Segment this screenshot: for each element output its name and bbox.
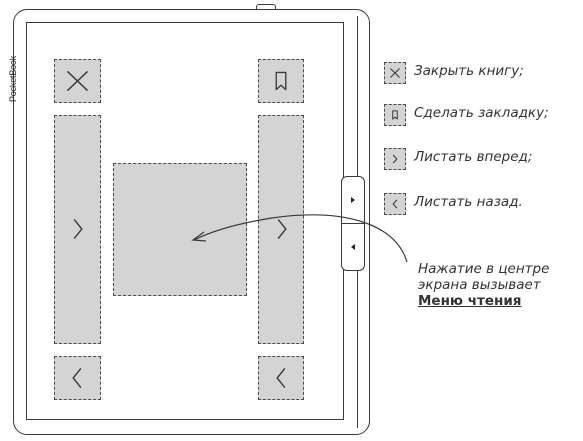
chevron-left-icon bbox=[72, 368, 82, 388]
left-column-zone[interactable] bbox=[54, 115, 101, 344]
legend-swatch bbox=[384, 148, 406, 170]
chevron-right-icon bbox=[277, 219, 287, 240]
chevron-right-icon bbox=[392, 154, 398, 164]
bookmark-zone[interactable] bbox=[258, 59, 304, 103]
right-column-zone[interactable] bbox=[258, 115, 304, 344]
callout-line-1: Нажатие в центре bbox=[418, 261, 550, 277]
forward-arrow-icon[interactable] bbox=[351, 197, 355, 203]
page-turn-arrows bbox=[351, 197, 355, 250]
legend-label: Сделать закладку; bbox=[414, 105, 549, 121]
bookmark-icon bbox=[392, 110, 398, 120]
legend-swatch bbox=[384, 104, 406, 126]
power-button bbox=[256, 4, 276, 10]
chevron-right-icon bbox=[73, 218, 83, 240]
close-icon bbox=[390, 68, 400, 78]
center-tap-callout: Нажатие в центре экрана вызывает Меню чт… bbox=[418, 261, 583, 309]
chevron-left-icon bbox=[392, 199, 398, 209]
reading-menu-link[interactable]: Меню чтения bbox=[418, 293, 522, 309]
legend-label: Листать вперед; bbox=[414, 149, 533, 165]
center-zone[interactable] bbox=[113, 163, 247, 296]
legend-swatch bbox=[384, 62, 406, 84]
back-left-zone[interactable] bbox=[54, 356, 101, 400]
back-right-zone[interactable] bbox=[258, 356, 304, 400]
page-turn-divider bbox=[341, 223, 365, 224]
close-icon bbox=[66, 70, 89, 92]
callout-line-2: экрана вызывает bbox=[418, 277, 541, 293]
chevron-left-icon bbox=[276, 368, 286, 388]
legend-label: Закрыть книгу; bbox=[414, 63, 524, 79]
legend-label: Листать назад. bbox=[414, 194, 523, 210]
close-zone[interactable] bbox=[54, 59, 101, 103]
back-arrow-icon[interactable] bbox=[351, 244, 355, 250]
legend-swatch bbox=[384, 193, 406, 215]
bookmark-icon bbox=[275, 71, 287, 91]
